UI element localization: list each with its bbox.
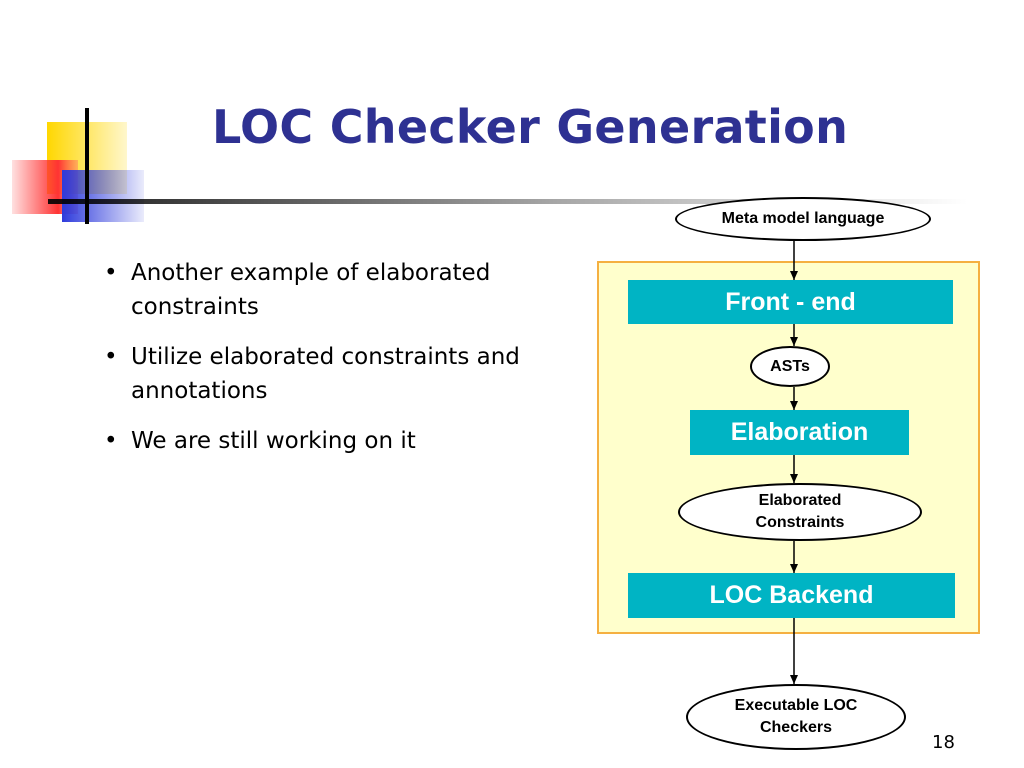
page-number: 18	[932, 732, 955, 753]
bullet-item: • We are still working on it	[104, 424, 564, 458]
node-label-line: Checkers	[759, 719, 833, 736]
bullet-item: • Utilize elaborated constraints and ann…	[104, 340, 564, 408]
bullet-list: • Another example of elaborated constrai…	[104, 256, 564, 474]
slide-title: LOC Checker Generation	[212, 100, 849, 154]
bullet-item: • Another example of elaborated constrai…	[104, 256, 564, 324]
bullet-text: Utilize elaborated constraints and annot…	[131, 344, 520, 404]
bullet-text: We are still working on it	[131, 428, 416, 454]
node-meta-model-language: Meta model language	[675, 197, 931, 241]
bullet-marker: •	[104, 344, 118, 370]
node-elaborated-constraints: Elaborated Constraints	[678, 483, 922, 541]
node-label: ASTs	[770, 357, 810, 375]
decorative-corner-graphic	[12, 108, 968, 224]
bullet-marker: •	[104, 428, 118, 454]
bullet-marker: •	[104, 260, 118, 286]
node-label-line: Constraints	[755, 514, 845, 531]
deco-vertical-line	[85, 108, 89, 224]
node-label-line: Elaborated	[758, 492, 842, 509]
node-label: Meta model language	[721, 210, 885, 227]
node-label: LOC Backend	[709, 581, 874, 609]
deco-horizontal-line	[48, 199, 968, 204]
node-executable-loc-checkers: Executable LOC Checkers	[686, 684, 906, 750]
node-elaboration: Elaboration	[690, 410, 909, 455]
node-front-end: Front - end	[628, 280, 953, 324]
node-loc-backend: LOC Backend	[628, 573, 955, 618]
bullet-text: Another example of elaborated constraint…	[131, 260, 491, 320]
node-label-line: Executable LOC	[734, 697, 858, 714]
deco-blue-square	[62, 170, 144, 222]
node-asts: ASTs	[750, 346, 830, 387]
node-label: Elaboration	[730, 418, 869, 446]
node-label: Front - end	[725, 287, 856, 316]
